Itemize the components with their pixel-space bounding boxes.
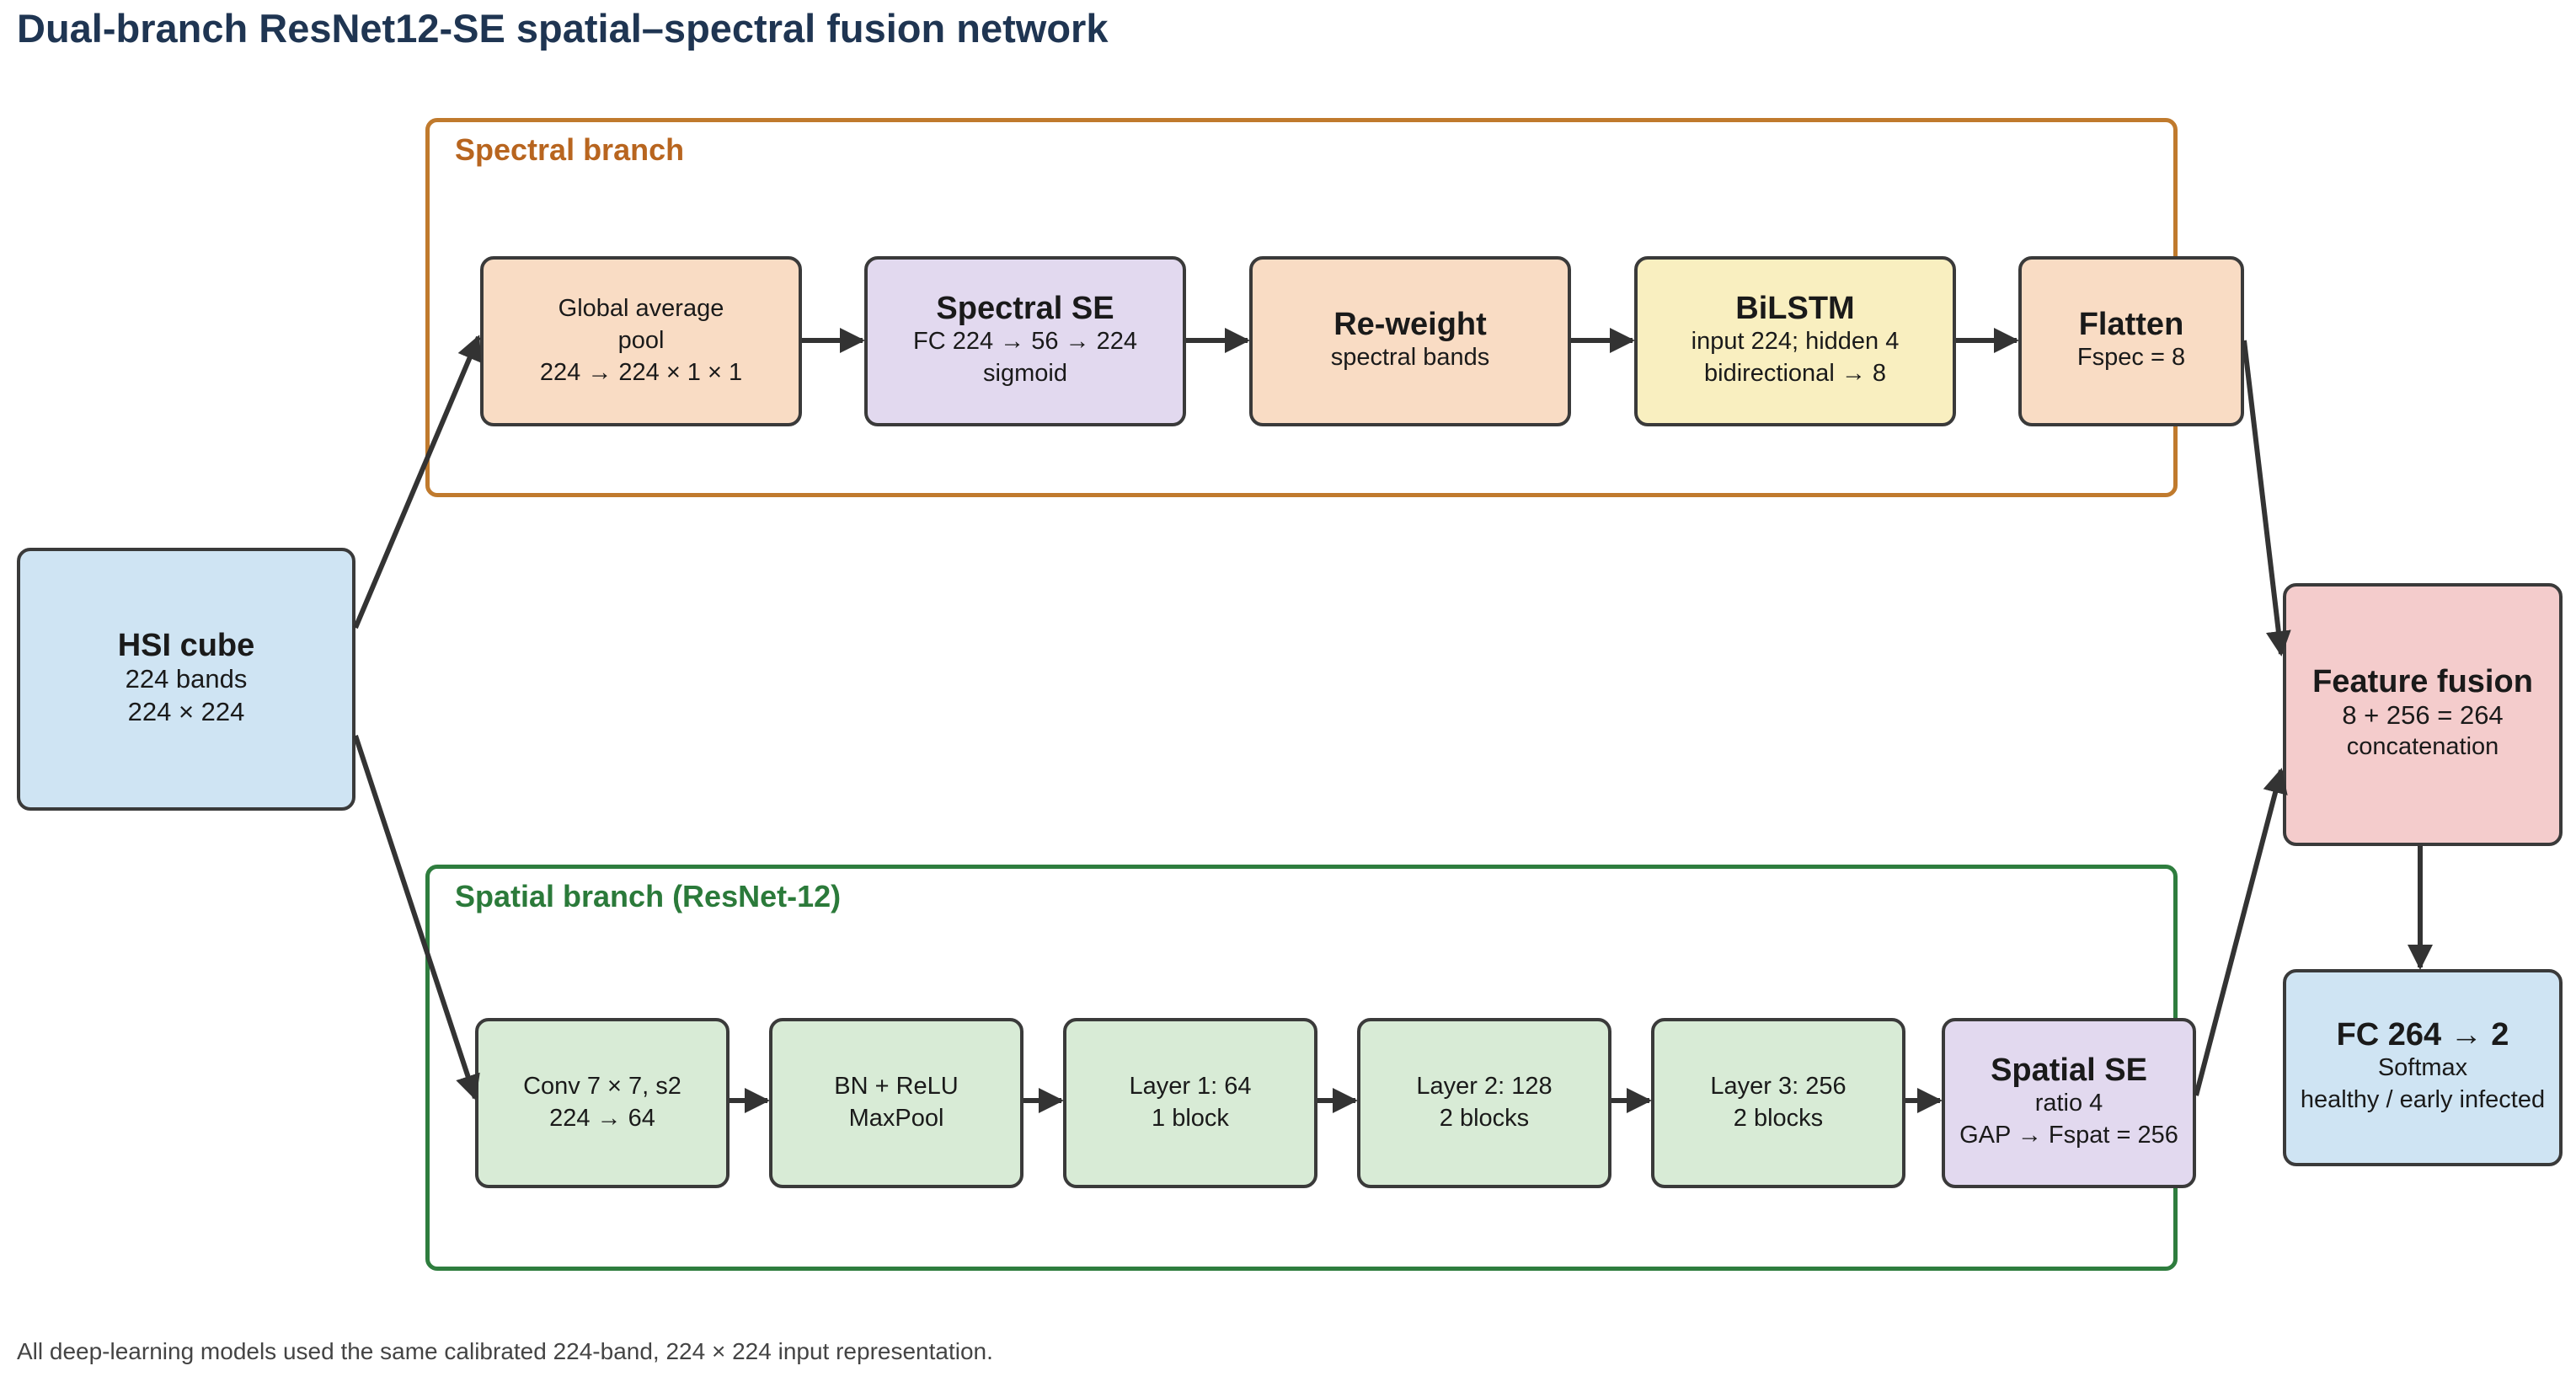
layer1-line1: Layer 1: 64 [1129,1073,1252,1101]
flatten-line1: Fspec = 8 [2076,344,2186,372]
flatten-node: Flatten Fspec = 8 [2018,256,2244,426]
bilstm-node: BiLSTM input 224; hidden 4 bidirectional… [1634,256,1956,426]
flatten-title: Flatten [2078,307,2184,343]
output-title: FC 264 → 2 [2336,1017,2509,1053]
input-line2: 224 × 224 [127,696,245,726]
spatial-branch-label: Spatial branch (ResNet-12) [455,879,842,913]
bn-line1: BN + ReLU [834,1073,959,1101]
spectral-se-title: Spectral SE [936,291,1114,327]
layer1-line2: 1 block [1152,1105,1229,1132]
layer1-node: Layer 1: 64 1 block [1063,1018,1317,1188]
spatial-se-line2: GAP → Fspat = 256 [1959,1121,2178,1149]
gap-line3: 224 → 224 × 1 × 1 [539,358,743,386]
arrow-spatial-se-to-fusion [2194,768,2288,1096]
output-line1: Softmax [2377,1054,2468,1082]
reweight-node: Re-weight spectral bands [1249,256,1571,426]
arrow-input-to-gap [353,335,482,629]
arrow-input-to-conv [353,735,480,1101]
fusion-line2: concatenation [2346,733,2499,761]
layer3-line1: Layer 3: 256 [1710,1073,1846,1101]
bn-relu-node: BN + ReLU MaxPool [769,1018,1023,1188]
bn-line2: MaxPool [848,1105,944,1132]
spectral-branch-label: Spectral branch [455,132,685,167]
input-line1: 224 bands [125,664,248,694]
fusion-node: Feature fusion 8 + 256 = 264 concatenati… [2283,583,2563,846]
gap-line2: pool [617,327,665,355]
spectral-se-line2: sigmoid [983,359,1067,387]
gap-node: Global average pool 224 → 224 × 1 × 1 [480,256,802,426]
spatial-branch-group: Spatial branch (ResNet-12) [425,865,2178,1271]
layer2-line2: 2 blocks [1439,1105,1530,1132]
bilstm-line1: input 224; hidden 4 [1691,328,1900,356]
input-node: HSI cube 224 bands 224 × 224 [17,548,355,811]
spatial-se-line1: ratio 4 [2034,1090,2103,1117]
spatial-se-title: Spatial SE [1991,1053,2147,1089]
page-title: Dual-branch ResNet12-SE spatial–spectral… [17,6,1109,51]
fusion-title: Feature fusion [2312,663,2533,699]
fusion-line1: 8 + 256 = 264 [2342,699,2504,730]
spectral-se-node: Spectral SE FC 224 → 56 → 224 sigmoid [864,256,1186,426]
gap-line1: Global average [558,295,724,323]
conv-line2: 224 → 64 [549,1105,655,1132]
input-title: HSI cube [117,628,255,664]
reweight-line1: spectral bands [1330,344,1490,372]
reweight-title: Re-weight [1333,307,1487,343]
bilstm-line2: bidirectional → 8 [1704,359,1886,387]
bilstm-title: BiLSTM [1735,291,1855,327]
output-line2: healthy / early infected [2300,1085,2546,1113]
footnote: All deep-learning models used the same c… [17,1338,993,1364]
layer3-line2: 2 blocks [1733,1105,1824,1132]
spectral-se-line1: FC 224 → 56 → 224 [913,328,1137,356]
output-node: FC 264 → 2 Softmax healthy / early infec… [2283,969,2563,1166]
layer2-node: Layer 2: 128 2 blocks [1357,1018,1611,1188]
spatial-se-node: Spatial SE ratio 4 GAP → Fspat = 256 [1942,1018,2196,1188]
layer3-node: Layer 3: 256 2 blocks [1651,1018,1905,1188]
conv-line1: Conv 7 × 7, s2 [523,1073,681,1101]
layer2-line1: Layer 2: 128 [1416,1073,1553,1101]
arrow-flatten-to-fusion [2242,340,2291,656]
conv-node: Conv 7 × 7, s2 224 → 64 [475,1018,730,1188]
